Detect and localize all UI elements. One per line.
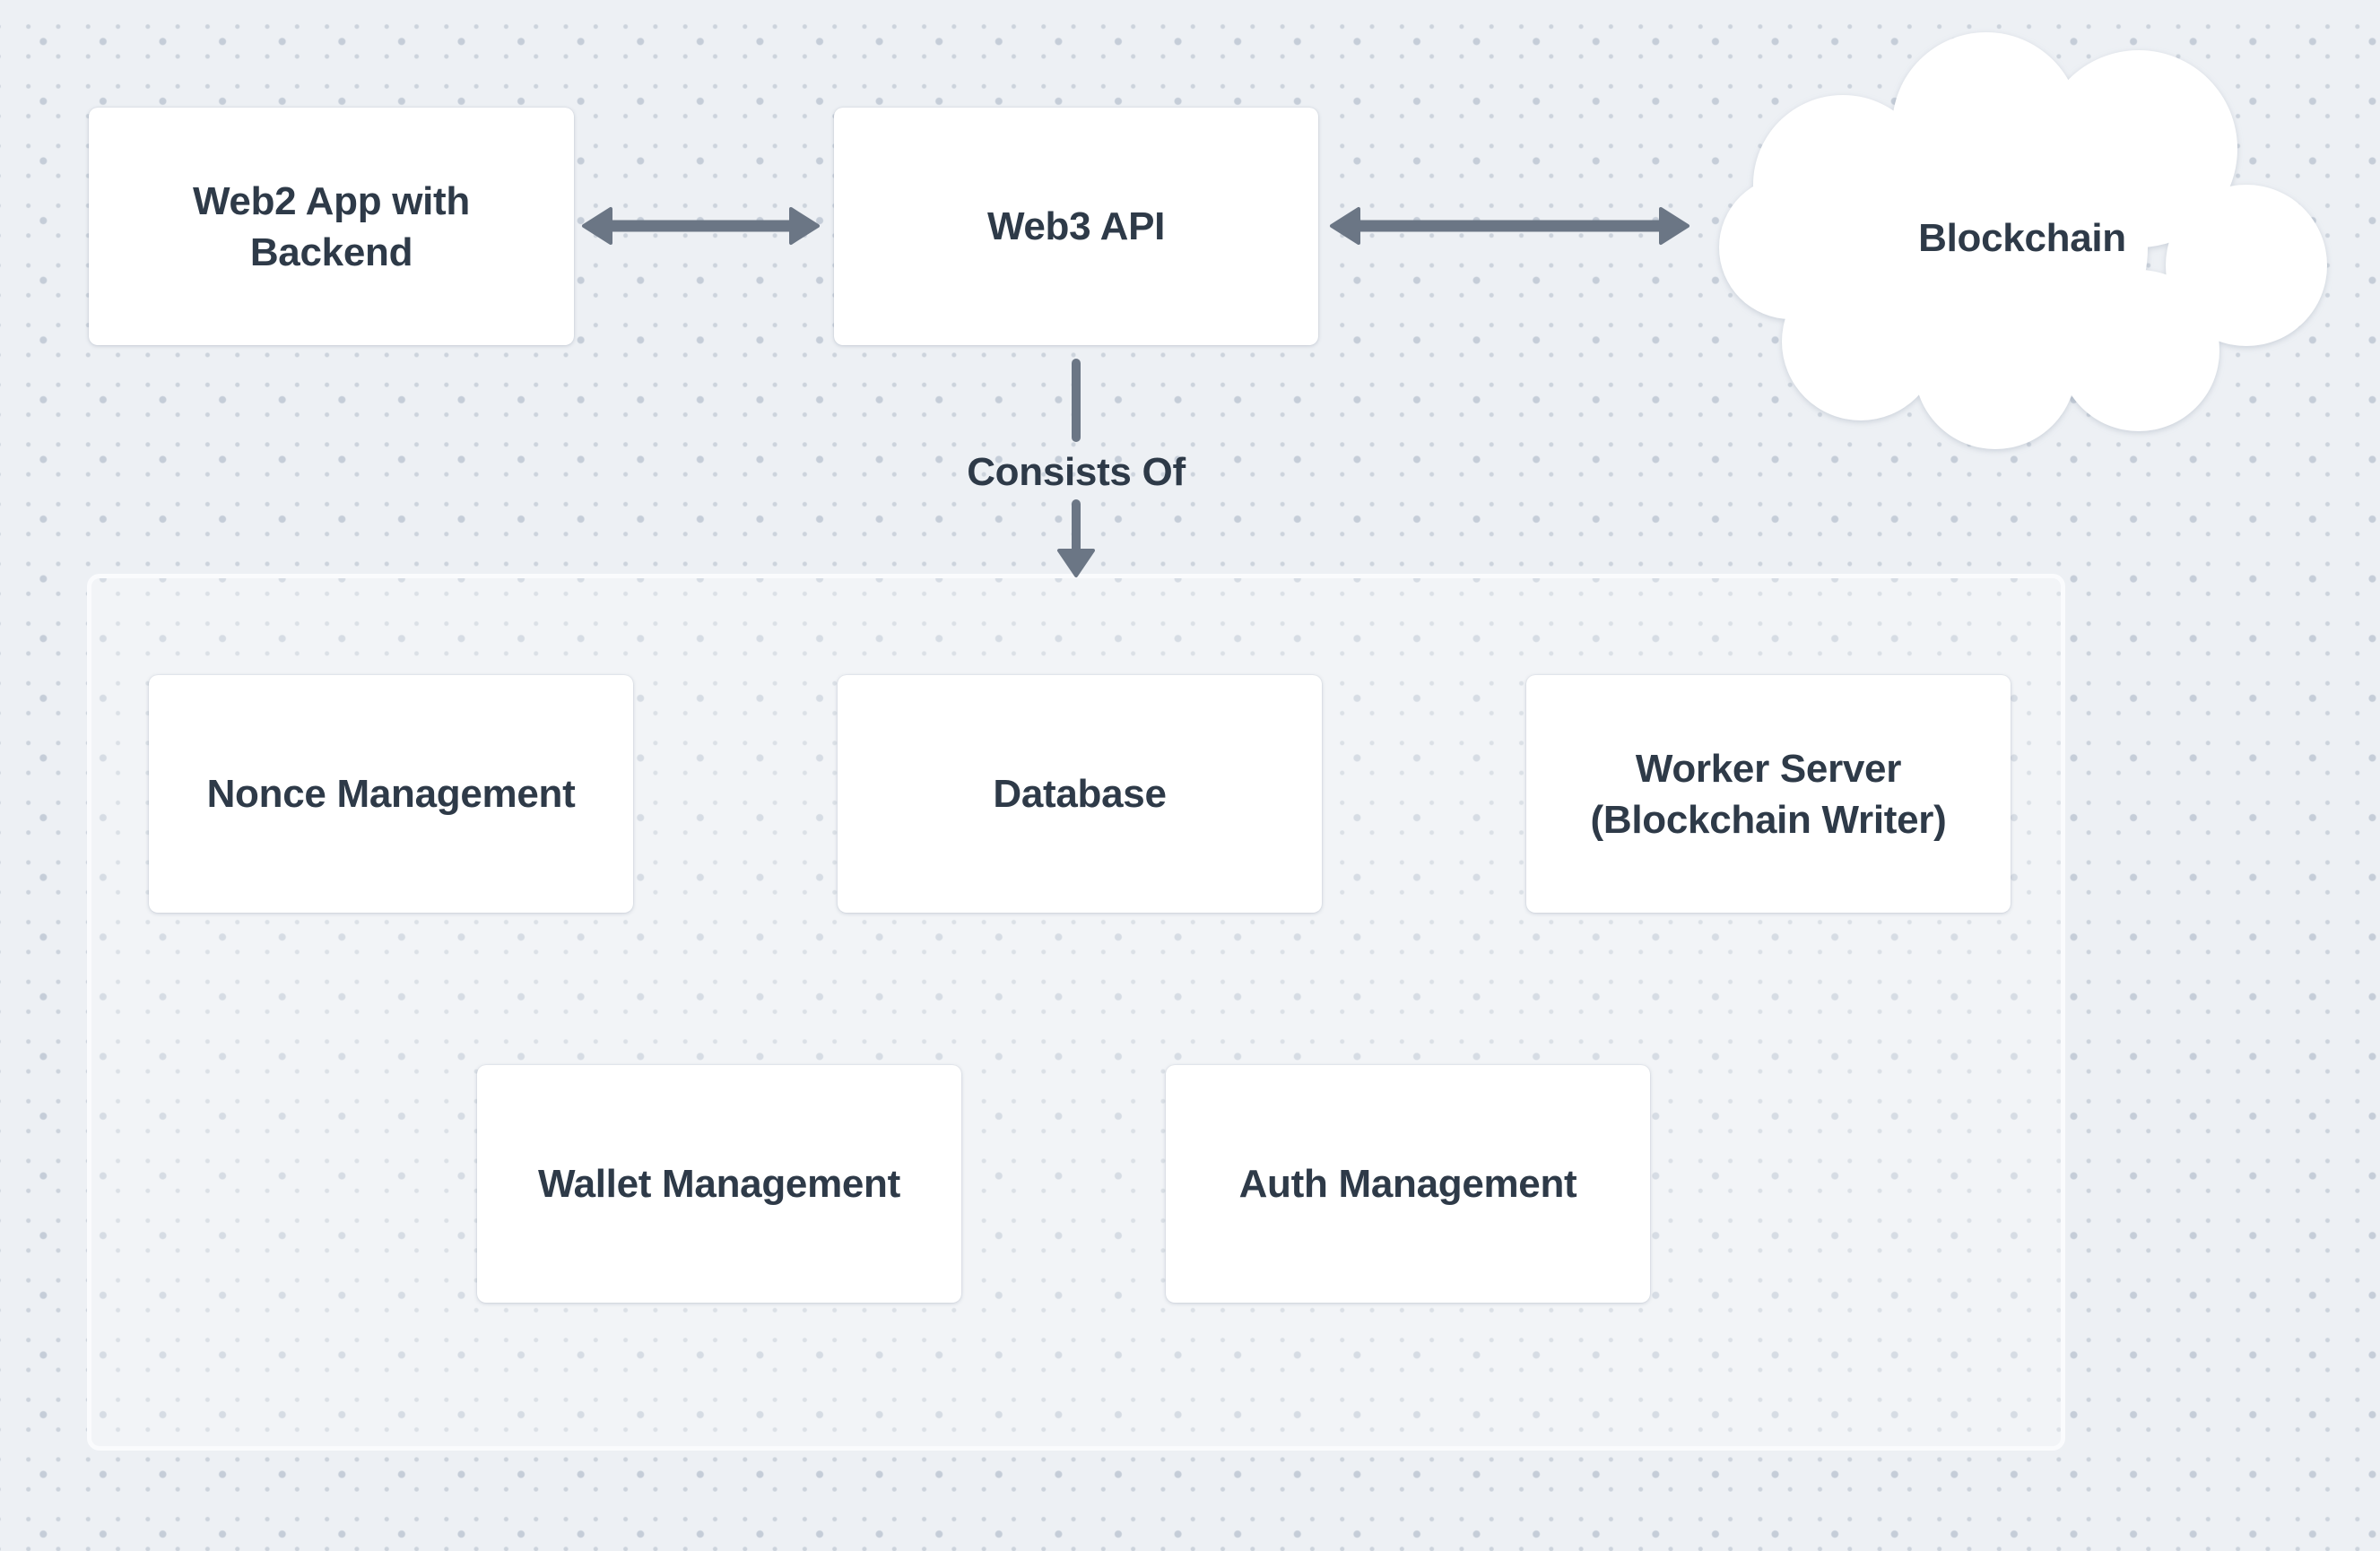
node-web3-api[interactable]: Web3 API	[834, 108, 1318, 345]
node-label: Worker Server (Blockchain Writer)	[1590, 746, 1947, 842]
node-worker-server[interactable]: Worker Server (Blockchain Writer)	[1526, 675, 2011, 913]
connector-label-consists-of: Consists Of	[967, 450, 1186, 494]
double-arrow-web3-blockchain-icon[interactable]	[1327, 203, 1693, 249]
node-database[interactable]: Database	[838, 675, 1322, 913]
cloud-shape-icon	[1719, 32, 2327, 449]
node-wallet-management[interactable]: Wallet Management	[477, 1065, 961, 1303]
node-label: Web3 API	[986, 204, 1166, 248]
consists-of-connector-arrow-icon[interactable]	[1049, 354, 1103, 583]
node-label: Wallet Management	[537, 1162, 900, 1206]
node-label: Auth Management	[1238, 1162, 1577, 1206]
double-arrow-web2-web3-icon[interactable]	[578, 203, 822, 249]
node-nonce-management[interactable]: Nonce Management	[149, 675, 633, 913]
node-blockchain-cloud[interactable]: Blockchain	[1717, 23, 2327, 452]
node-auth-management[interactable]: Auth Management	[1166, 1065, 1650, 1303]
node-label: Nonce Management	[206, 772, 576, 816]
node-label: Database	[993, 772, 1167, 816]
node-label: Blockchain	[1918, 215, 2126, 260]
node-label: Web2 App with Backend	[193, 178, 470, 274]
node-web2-app-with-backend[interactable]: Web2 App with Backend	[89, 108, 574, 345]
